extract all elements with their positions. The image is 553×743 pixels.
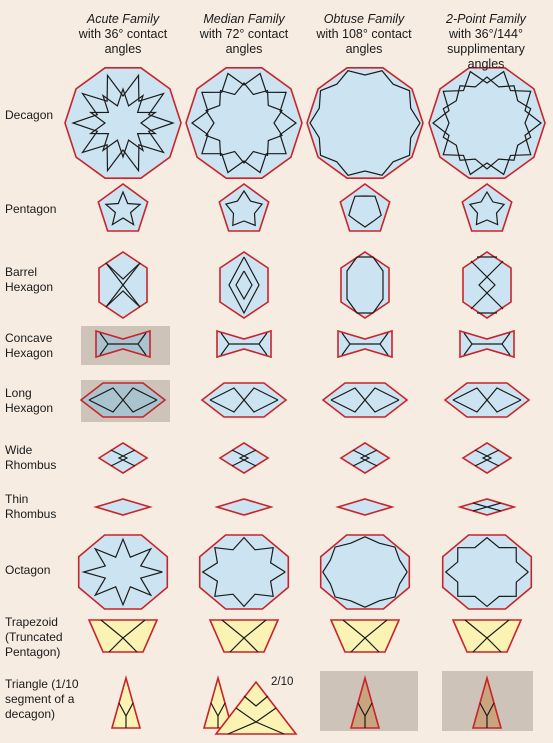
barrel-hexagon-tile: [219, 251, 269, 319]
column-family-title: 2-Point Family: [446, 12, 526, 26]
row-label-decagon: Decagon: [5, 108, 54, 122]
pentagon-star-pattern: [224, 189, 264, 227]
wide-rhombus-pattern-line: [474, 449, 493, 467]
decagon-star-pattern: [309, 70, 421, 176]
thin-rhombus-pattern-line: [472, 502, 502, 512]
trapezoid-tile: [87, 619, 159, 653]
column-header-acute: Acute Family with 36° contact angles: [64, 12, 182, 57]
wide-rhombus-tile: [339, 442, 391, 474]
pentagon-tile: [218, 183, 270, 232]
decagon-star-pattern: [190, 72, 298, 174]
wide-rhombus-tile: [97, 442, 149, 474]
row-label-octagon: Octagon: [5, 563, 51, 577]
decagon-tile: [64, 67, 182, 179]
column-header-two-point: 2-Point Family with 36°/144° supplimenta…: [427, 12, 545, 72]
trapezoid-tile: [329, 619, 401, 653]
row-label-concave-hexagon: Concave Hexagon: [5, 331, 54, 360]
row-label-triangle: Triangle (1/10 segment of a decagon): [5, 677, 79, 721]
wide-rhombus-pattern-line: [110, 449, 129, 467]
barrel-pattern-line: [228, 256, 260, 315]
decagon-star-pattern: [432, 70, 542, 176]
pentagon-tile: [461, 183, 513, 232]
column-header-median: Median Family with 72° contact angles: [185, 12, 303, 57]
barrel-pattern-line: [105, 290, 141, 308]
column-subtitle: with 72° contact angles: [199, 27, 289, 56]
octagon-star-pattern: [322, 536, 408, 608]
long-hexagon-pattern-line: [452, 387, 522, 413]
barrel-pattern-line: [470, 260, 496, 310]
thin-rhombus-tile: [335, 498, 395, 516]
wide-rhombus-tile: [218, 442, 270, 474]
pentagon-star-pattern: [104, 190, 142, 226]
row-label-wide-rhombus: Wide Rhombus: [5, 443, 57, 472]
barrel-hexagon-tile: [462, 251, 512, 319]
octagon-star-pattern: [444, 536, 529, 608]
row-label-trapezoid: Trapezoid (Truncated Pentagon): [5, 615, 63, 659]
decagon-star-pattern: [71, 73, 175, 173]
trapezoid-pattern-line: [229, 637, 259, 653]
pentagon-tile: [97, 183, 149, 232]
row-label-barrel-hexagon: Barrel Hexagon: [5, 265, 54, 294]
column-family-title: Acute Family: [86, 12, 160, 26]
thin-rhombus-tile: [214, 498, 274, 516]
column-family-title: Obtuse Family: [323, 12, 405, 26]
barrel-pattern-line: [105, 262, 141, 308]
trapezoid-pattern-line: [350, 637, 380, 653]
trapezoid-pattern-line: [108, 637, 138, 653]
double-triangle-pattern-line: [243, 695, 269, 707]
octagon-tile: [441, 534, 533, 610]
barrel-pattern-line: [346, 256, 384, 314]
column-subtitle: with 36°/144° supplimentary angles: [447, 27, 525, 71]
trapezoid-pattern-line: [472, 637, 502, 653]
wide-rhombus-pattern-line: [117, 449, 136, 467]
column-subtitle: with 36° contact angles: [78, 27, 168, 56]
long-hexagon-pattern-line: [88, 387, 158, 413]
pentagon-star-pattern: [348, 195, 382, 228]
decagon-tile: [185, 67, 303, 179]
row-label-long-hexagon: Long Hexagon: [5, 386, 54, 415]
trapezoid-tile: [451, 619, 523, 653]
column-family-title: Median Family: [203, 12, 285, 26]
wide-rhombus-pattern-line: [238, 449, 257, 467]
barrel-pattern-line: [478, 260, 504, 310]
decagon-tile: [428, 67, 546, 179]
octagon-star-pattern: [201, 536, 286, 608]
octagon-tile: [319, 534, 411, 610]
long-hexagon-pattern-line: [330, 387, 400, 413]
octagon-tile: [77, 534, 169, 610]
decagon-inner-star: [205, 82, 283, 164]
barrel-pattern-line: [105, 262, 141, 280]
double-triangle-pattern-line: [227, 721, 285, 735]
wide-rhombus-tile: [461, 442, 513, 474]
column-header-obtuse: Obtuse Family with 108° contact angles: [305, 12, 423, 57]
double-triangle-tile: [214, 680, 298, 735]
long-hexagon-pattern-line: [209, 387, 279, 413]
barrel-pattern-line: [235, 270, 253, 301]
column-subtitle: with 108° contact angles: [316, 27, 412, 56]
octagon-star-pattern: [81, 537, 163, 607]
barrel-hexagon-tile: [340, 251, 390, 319]
two-tenths-note: 2/10: [271, 676, 294, 688]
trapezoid-tile: [208, 619, 280, 653]
pentagon-star-pattern: [468, 190, 506, 226]
pentagon-tile: [339, 183, 391, 232]
wide-rhombus-pattern-line: [231, 449, 250, 467]
decagon-inner-star: [442, 76, 532, 170]
row-label-pentagon: Pentagon: [5, 202, 57, 216]
wide-rhombus-pattern-line: [359, 449, 378, 467]
decagon-tile: [306, 67, 424, 179]
row-label-thin-rhombus: Thin Rhombus: [5, 492, 57, 521]
octagon-tile: [198, 534, 290, 610]
wide-rhombus-pattern-line: [352, 449, 371, 467]
wide-rhombus-pattern-line: [481, 449, 500, 467]
thin-rhombus-tile: [93, 498, 153, 516]
decagon-inner-star: [88, 87, 158, 159]
